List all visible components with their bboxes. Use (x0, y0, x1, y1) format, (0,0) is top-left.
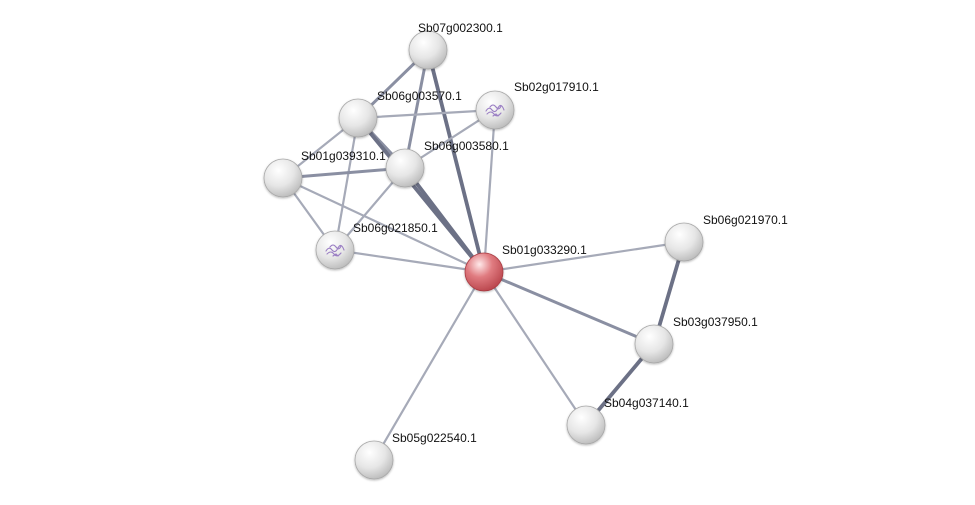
network-node-sb06g003580-1[interactable]: Sb06g003580.1 (385, 139, 509, 188)
node-label: Sb06g003570.1 (377, 89, 462, 103)
node-circle[interactable] (408, 30, 448, 70)
protein-structure-icon (485, 104, 505, 117)
node-label: Sb06g003580.1 (424, 139, 509, 153)
node-circle[interactable] (566, 405, 606, 445)
network-node-sb01g039310-1[interactable]: Sb01g039310.1 (263, 149, 386, 198)
edge-sb07g002300-1-to-sb06g003580-1[interactable] (403, 48, 430, 170)
node-circle[interactable] (475, 90, 515, 130)
node-label: Sb01g033290.1 (502, 243, 587, 257)
network-node-sb06g021970-1[interactable]: Sb06g021970.1 (664, 213, 788, 262)
edge-sb01g033290-1-to-sb05g022540-1[interactable] (372, 270, 486, 462)
edge-sb01g039310-1-to-sb01g033290-1[interactable] (281, 176, 486, 274)
node-label: Sb05g022540.1 (392, 431, 477, 445)
network-node-sb04g037140-1[interactable]: Sb04g037140.1 (566, 396, 689, 445)
network-node-sb02g017910-1[interactable]: Sb02g017910.1 (475, 80, 599, 130)
edge-sb06g021850-1-to-sb01g033290-1[interactable] (333, 248, 486, 274)
edge-sb06g003570-1-to-sb02g017910-1[interactable] (356, 108, 497, 120)
edge-sb06g003570-1-to-sb06g021850-1[interactable] (333, 116, 360, 252)
edge-sb01g033290-1-to-sb03g037950-1[interactable] (482, 270, 656, 346)
protein-structure-icon (325, 244, 345, 257)
edge-sb01g033290-1-to-sb06g021970-1[interactable] (482, 240, 686, 274)
network-node-sb06g003570-1[interactable]: Sb06g003570.1 (338, 89, 462, 138)
node-circle[interactable] (634, 324, 674, 364)
node-label: Sb07g002300.1 (418, 21, 503, 35)
query-node-circle[interactable] (464, 252, 504, 292)
node-label: Sb06g021970.1 (703, 213, 788, 227)
network-node-sb01g033290-1[interactable]: Sb01g033290.1 (464, 243, 587, 292)
node-circle[interactable] (263, 158, 303, 198)
edge-sb07g002300-1-to-sb01g033290-1[interactable] (426, 48, 486, 274)
network-node-sb07g002300-1[interactable]: Sb07g002300.1 (408, 21, 503, 70)
edge-sb06g003580-1-to-sb01g039310-1[interactable] (281, 166, 407, 180)
network-node-sb06g021850-1[interactable]: Sb06g021850.1 (315, 221, 438, 270)
node-label: Sb06g021850.1 (353, 221, 438, 235)
node-label: Sb02g017910.1 (514, 80, 599, 94)
network-node-sb05g022540-1[interactable]: Sb05g022540.1 (354, 431, 477, 480)
node-circle[interactable] (385, 148, 425, 188)
node-circle[interactable] (354, 440, 394, 480)
node-label: Sb01g039310.1 (301, 149, 386, 163)
node-circle[interactable] (338, 98, 378, 138)
node-circle[interactable] (315, 230, 355, 270)
edge-sb01g033290-1-to-sb04g037140-1[interactable] (482, 270, 588, 427)
node-label: Sb04g037140.1 (604, 396, 689, 410)
edge-sb02g017910-1-to-sb01g033290-1[interactable] (482, 108, 497, 274)
node-label: Sb03g037950.1 (673, 315, 758, 329)
network-node-sb03g037950-1[interactable]: Sb03g037950.1 (634, 315, 758, 364)
edge-sb06g003580-1-to-sb01g033290-1[interactable] (403, 166, 486, 274)
node-circle[interactable] (664, 222, 704, 262)
